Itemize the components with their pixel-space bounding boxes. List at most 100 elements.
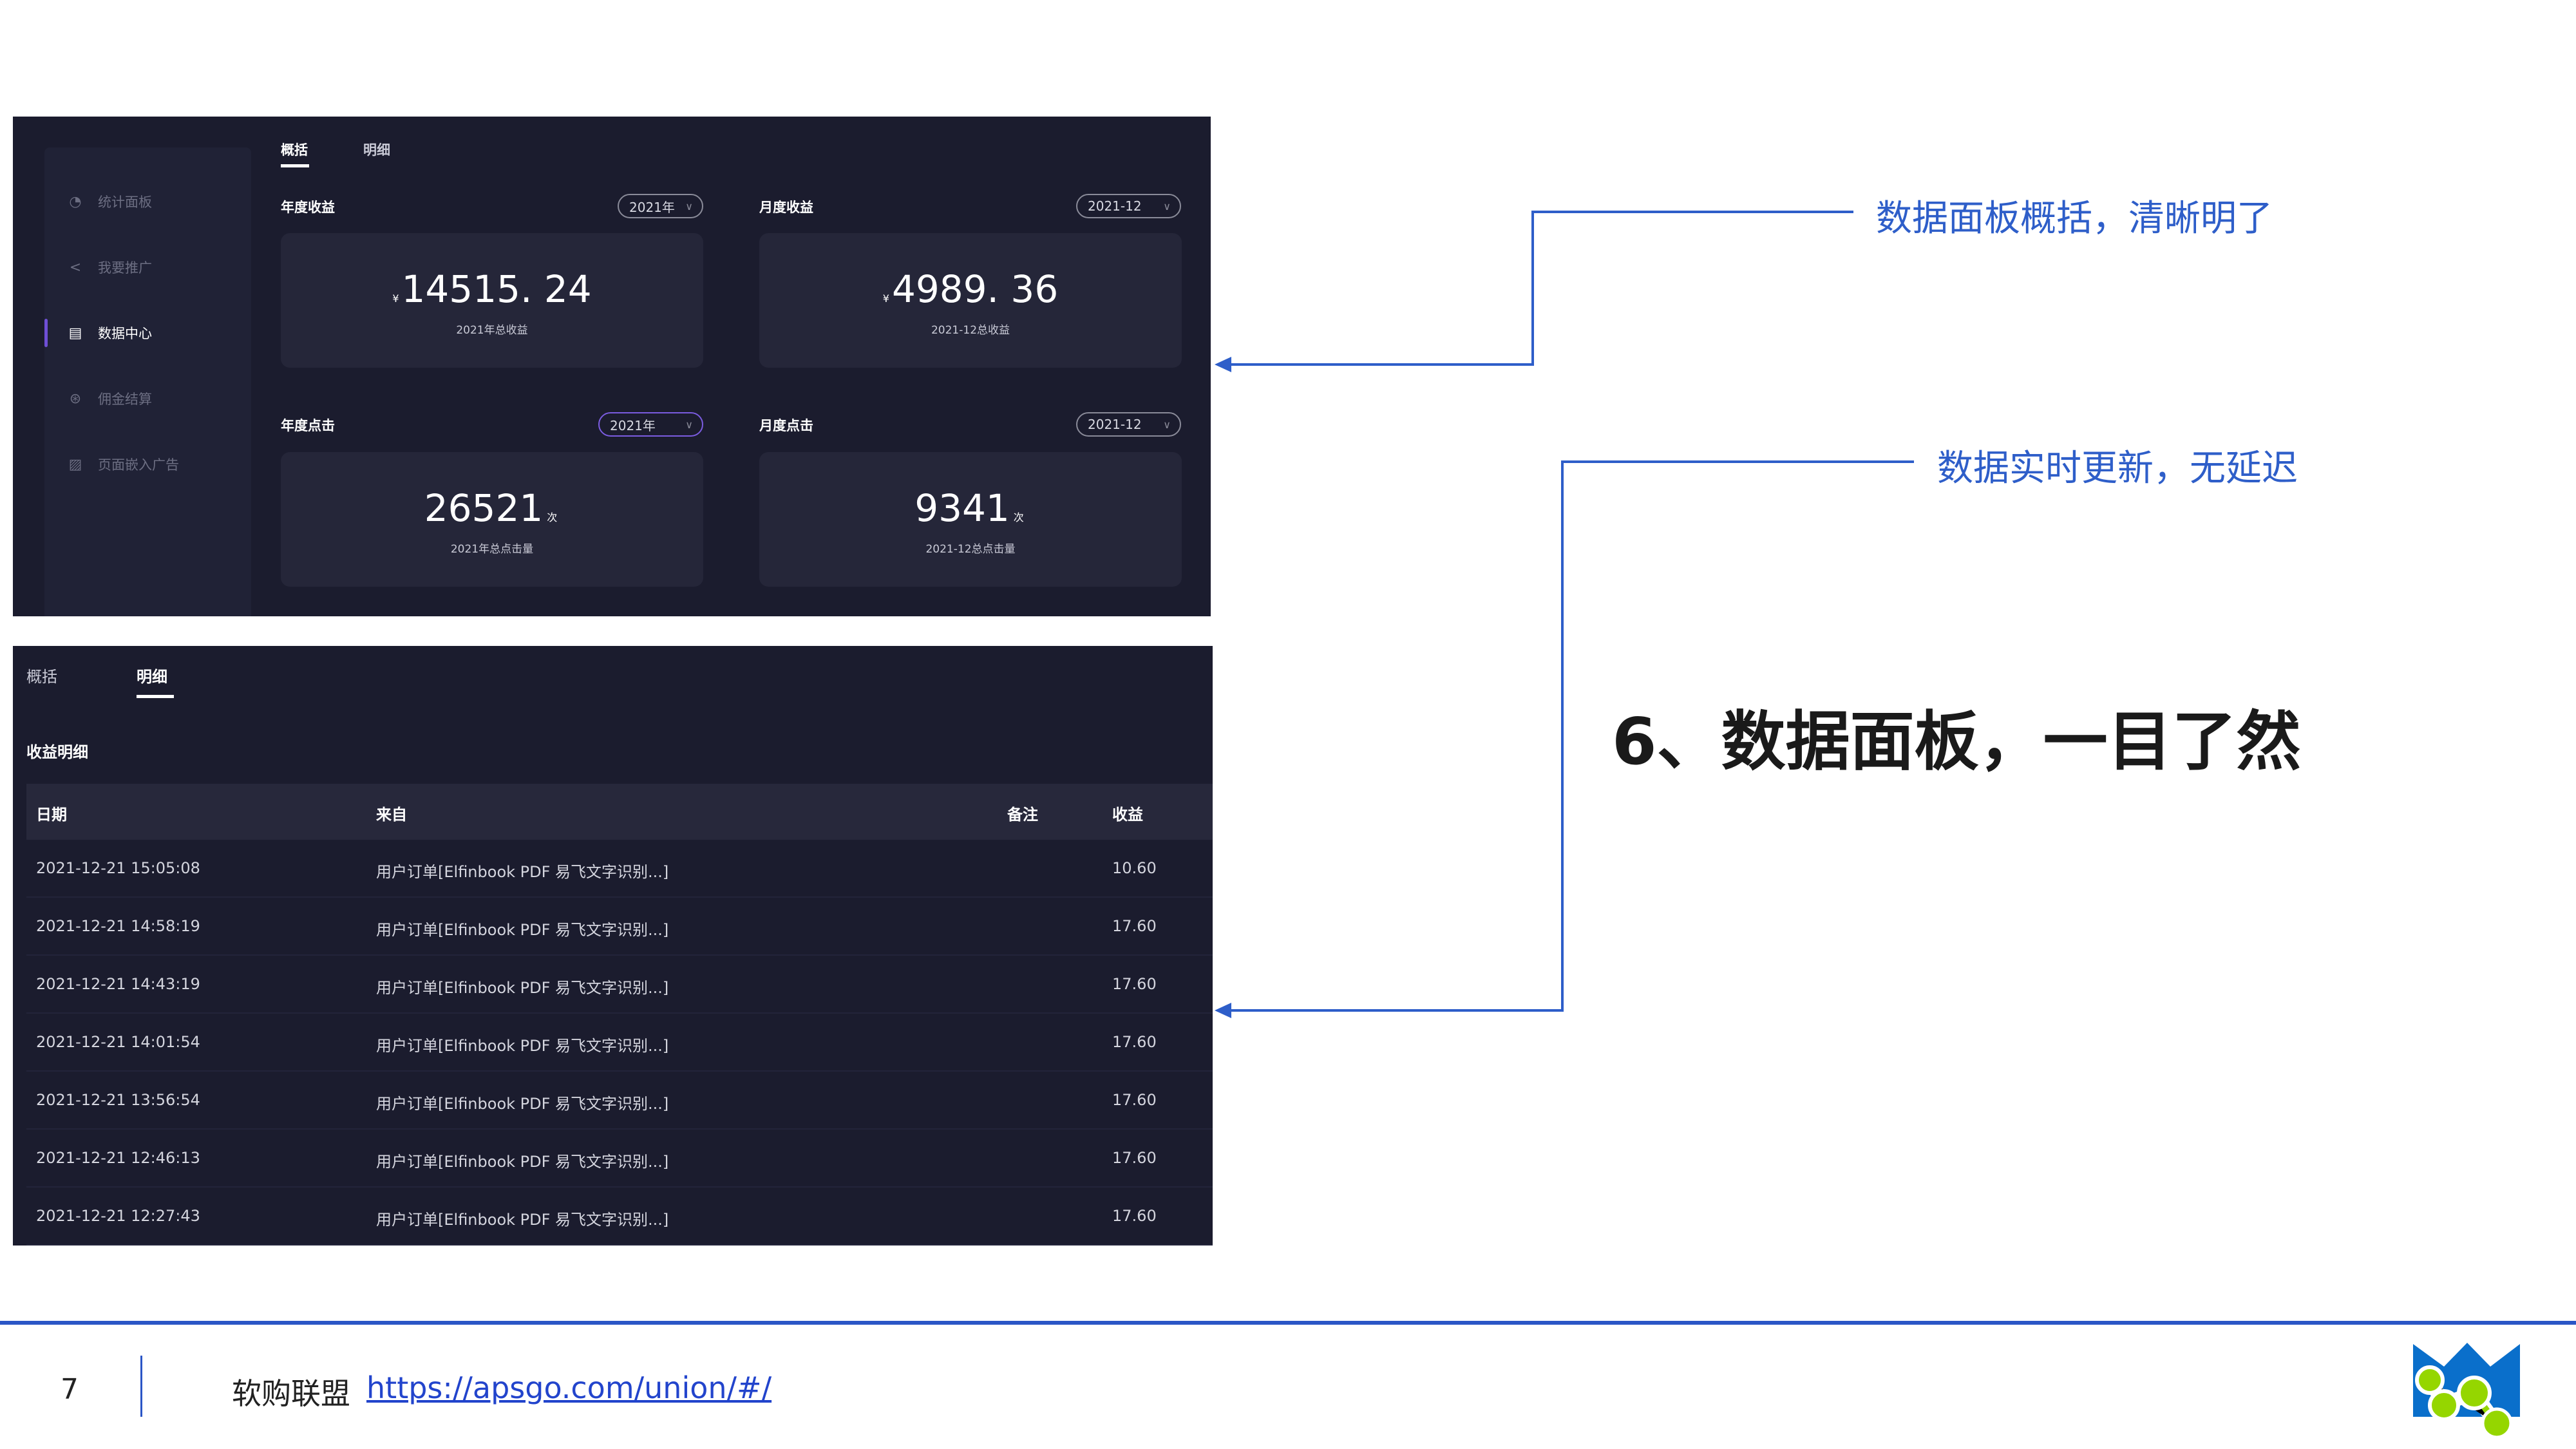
annual-clicks-label: 年度点击 [281, 418, 335, 433]
tab-detail[interactable]: 明细 [137, 668, 167, 686]
tab-underline [137, 695, 174, 698]
settlement-icon: ⊛ [69, 390, 82, 407]
sidebar-item-promote[interactable]: < 我要推广 [44, 248, 251, 287]
month-select[interactable]: 2021-12∨ [1076, 412, 1181, 437]
annotation-realtime: 数据实时更新，无延迟 [1937, 448, 2298, 489]
slide-heading: 6、数据面板，一目了然 [1612, 704, 2301, 779]
sidebar-item-label: 佣金结算 [98, 392, 152, 407]
currency-symbol: ¥ [882, 292, 889, 305]
cell-income: 17.60 [1112, 1207, 1157, 1225]
column-date: 日期 [36, 806, 67, 824]
annotation-overview: 数据面板概括，清晰明了 [1876, 198, 2273, 240]
cell-date: 2021-12-21 15:05:08 [36, 859, 200, 877]
page-number: 7 [61, 1373, 79, 1406]
monthly-clicks-label: 月度点击 [759, 418, 813, 433]
tab-underline [281, 164, 309, 167]
cell-income: 17.60 [1112, 1091, 1157, 1109]
tab-overview[interactable]: 概括 [26, 668, 57, 686]
arrow-to-overview [1217, 211, 1853, 366]
chevron-down-icon: ∨ [1163, 200, 1171, 213]
footer-separator [140, 1356, 142, 1417]
share-icon: < [69, 259, 82, 276]
table-header: 日期 来自 备注 收益 [26, 784, 1213, 840]
sidebar-item-label: 数据中心 [98, 326, 152, 341]
annual-income-card: ¥14515. 24 2021年总收益 [281, 233, 703, 368]
table-row: 2021-12-21 14:58:19 用户订单[Elfinbook PDF 易飞… [26, 898, 1213, 956]
tab-detail[interactable]: 明细 [363, 142, 390, 158]
image-icon: ▨ [68, 456, 82, 473]
brand-name: 软购联盟 [232, 1376, 350, 1411]
cell-source: 用户订单[Elfinbook PDF 易飞文字识别...] [376, 979, 669, 997]
cell-date: 2021-12-21 14:01:54 [36, 1033, 200, 1051]
cell-source: 用户订单[Elfinbook PDF 易飞文字识别...] [376, 921, 669, 939]
cell-date: 2021-12-21 14:43:19 [36, 975, 200, 993]
sidebar: ◔ 统计面板 < 我要推广 ▤ 数据中心 ⊛ 佣金结算 ▨ 页面嵌入广告 [44, 147, 251, 616]
select-value: 2021-12 [1088, 198, 1142, 214]
data-list-icon: ▤ [68, 325, 82, 341]
monthly-income-caption: 2021-12总收益 [931, 324, 1010, 337]
cell-date: 2021-12-21 14:58:19 [36, 917, 200, 935]
column-source: 来自 [376, 806, 407, 824]
chevron-down-icon: ∨ [685, 418, 693, 431]
cell-source: 用户订单[Elfinbook PDF 易飞文字识别...] [376, 863, 669, 881]
unit: 次 [1013, 511, 1024, 524]
arrowhead-icon [1215, 1003, 1231, 1018]
table-row: 2021-12-21 14:01:54 用户订单[Elfinbook PDF 易飞… [26, 1014, 1213, 1072]
select-value: 2021年 [629, 199, 675, 215]
month-select[interactable]: 2021-12 ∨ [1076, 194, 1181, 218]
sidebar-item-label: 页面嵌入广告 [98, 457, 179, 473]
cell-source: 用户订单[Elfinbook PDF 易飞文字识别...] [376, 1095, 669, 1113]
chevron-down-icon: ∨ [1163, 418, 1171, 431]
sidebar-item-stats-panel[interactable]: ◔ 统计面板 [44, 182, 251, 221]
brand-logo [2413, 1343, 2520, 1439]
sidebar-item-label: 统计面板 [98, 194, 152, 210]
table-row: 2021-12-21 12:27:43 用户订单[Elfinbook PDF 易飞… [26, 1188, 1213, 1245]
sidebar-item-settlement[interactable]: ⊛ 佣金结算 [44, 379, 251, 418]
arrowhead-icon [1215, 357, 1231, 372]
sidebar-item-data-center[interactable]: ▤ 数据中心 [44, 314, 251, 352]
year-select[interactable]: 2021年 ∨ [598, 412, 703, 437]
cell-income: 10.60 [1112, 859, 1157, 877]
cell-date: 2021-12-21 13:56:54 [36, 1091, 200, 1109]
cell-date: 2021-12-21 12:46:13 [36, 1149, 200, 1167]
table-row: 2021-12-21 15:05:08 用户订单[Elfinbook PDF 易飞… [26, 840, 1213, 898]
currency-symbol: ¥ [392, 292, 399, 305]
year-select[interactable]: 2021年 ∨ [618, 194, 703, 218]
table-row: 2021-12-21 14:43:19 用户订单[Elfinbook PDF 易飞… [26, 956, 1213, 1014]
monthly-clicks-caption: 2021-12总点击量 [925, 543, 1016, 556]
cell-source: 用户订单[Elfinbook PDF 易飞文字识别...] [376, 1153, 669, 1171]
cell-source: 用户订单[Elfinbook PDF 易飞文字识别...] [376, 1211, 669, 1229]
cell-income: 17.60 [1112, 1149, 1157, 1167]
detail-panel: 概括 明细 收益明细 日期 来自 备注 收益 2021-12-21 15:05:… [13, 646, 1213, 1245]
arrow-to-detail [1217, 460, 1914, 1012]
tab-overview[interactable]: 概括 [281, 142, 308, 158]
cell-income: 17.60 [1112, 1033, 1157, 1051]
section-title: 收益明细 [26, 743, 88, 761]
sidebar-item-embed-ads[interactable]: ▨ 页面嵌入广告 [44, 445, 251, 484]
footer-divider [0, 1321, 2576, 1325]
cell-date: 2021-12-21 12:27:43 [36, 1207, 200, 1225]
overview-panel: ◔ 统计面板 < 我要推广 ▤ 数据中心 ⊛ 佣金结算 ▨ 页面嵌入广告 概括 明细 年度… [13, 117, 1211, 616]
cell-income: 17.60 [1112, 917, 1157, 935]
annual-income-label: 年度收益 [281, 200, 335, 215]
select-value: 2021年 [610, 417, 656, 433]
column-income: 收益 [1112, 806, 1143, 824]
annual-income-caption: 2021年总收益 [456, 324, 528, 337]
pie-chart-icon: ◔ [69, 193, 82, 210]
chevron-down-icon: ∨ [685, 200, 693, 213]
column-note: 备注 [1007, 806, 1038, 824]
annual-income-value: 14515. 24 [401, 267, 592, 311]
table-row: 2021-12-21 12:46:13 用户订单[Elfinbook PDF 易飞… [26, 1130, 1213, 1188]
cell-income: 17.60 [1112, 975, 1157, 993]
sidebar-item-label: 我要推广 [98, 260, 152, 276]
table-row: 2021-12-21 13:56:54 用户订单[Elfinbook PDF 易飞… [26, 1072, 1213, 1130]
cell-source: 用户订单[Elfinbook PDF 易飞文字识别...] [376, 1037, 669, 1055]
union-link[interactable]: https://apsgo.com/union/#/ [366, 1370, 772, 1405]
monthly-income-value: 4989. 36 [891, 267, 1059, 311]
annual-clicks-caption: 2021年总点击量 [450, 543, 534, 556]
annual-clicks-value: 26521 [424, 486, 544, 530]
unit: 次 [547, 511, 558, 524]
